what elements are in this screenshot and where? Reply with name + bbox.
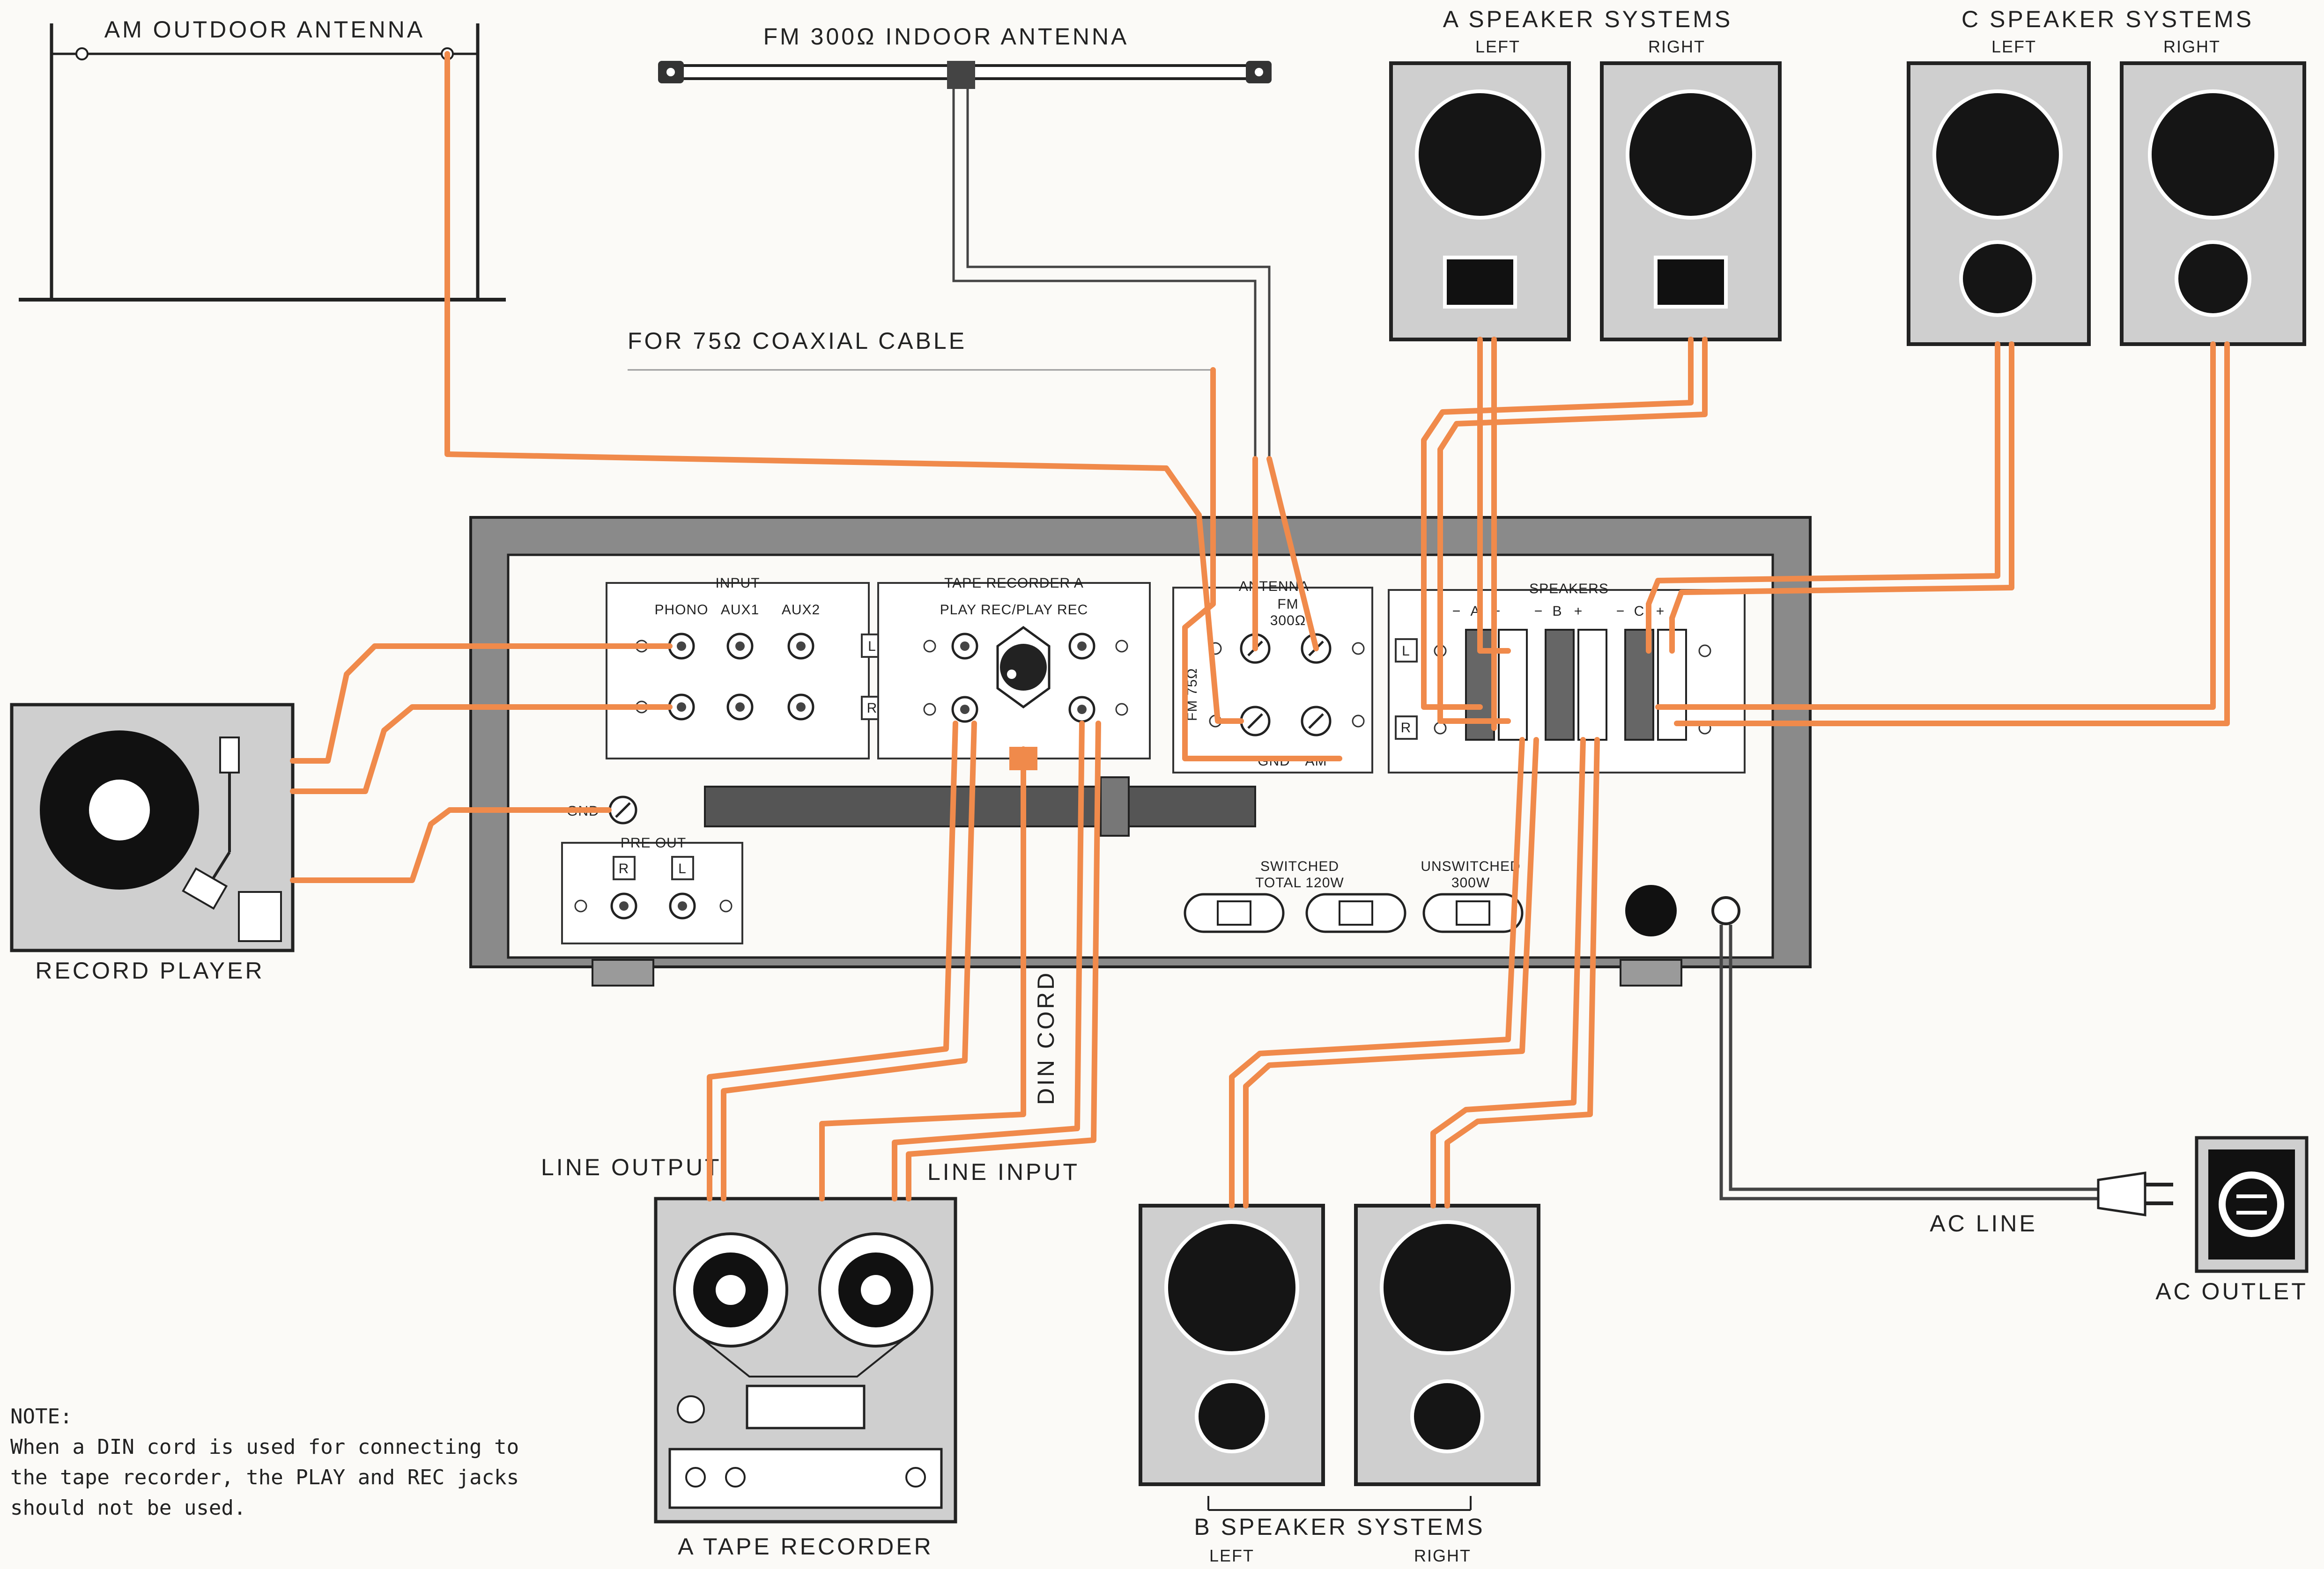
spk-a-minus: − [1452, 604, 1461, 619]
note: NOTE: When a DIN cord is used for connec… [10, 1405, 519, 1520]
spk-b-minus: − [1534, 604, 1543, 619]
a-right-label: RIGHT [1648, 37, 1705, 56]
fm300-label: 300Ω [1270, 613, 1306, 628]
line-input-label: LINE INPUT [927, 1159, 1080, 1185]
din-socket[interactable] [996, 626, 1051, 709]
tape-jacks[interactable] [951, 633, 1095, 723]
switched-label: SWITCHED [1260, 859, 1339, 874]
din-cord-label: DIN CORD [1033, 971, 1059, 1105]
note-line-1: When a DIN cord is used for connecting t… [10, 1435, 519, 1459]
input-label: INPUT [716, 575, 760, 591]
spk-c-label: C [1634, 604, 1645, 619]
input-l-label: L [868, 639, 876, 654]
cables [290, 51, 2230, 1208]
ac-outlet-label: AC OUTLET [2155, 1278, 2308, 1304]
coax-label: FOR 75Ω COAXIAL CABLE [628, 328, 967, 354]
aux2-label: AUX2 [782, 602, 820, 618]
unswitched-w-label: 300W [1451, 875, 1490, 891]
input-jacks[interactable] [668, 633, 814, 721]
c-left-label: LEFT [1991, 37, 2036, 56]
aux1-label: AUX1 [721, 602, 759, 618]
c-right-label: RIGHT [2163, 37, 2220, 56]
note-line-2: the tape recorder, the PLAY and REC jack… [10, 1466, 519, 1489]
input-r-label: R [867, 700, 878, 716]
pre-out-l-label: L [678, 861, 687, 877]
fm-indoor-antenna: FM 300Ω INDOOR ANTENNA [658, 23, 1272, 459]
a-speaker-systems: A SPEAKER SYSTEMS LEFT RIGHT [1389, 6, 1782, 341]
fm-antenna-label: FM 300Ω INDOOR ANTENNA [763, 23, 1129, 50]
c-speakers-label: C SPEAKER SYSTEMS [1961, 6, 2254, 32]
pre-out-label: PRE OUT [621, 835, 686, 851]
am-antenna-label: AM OUTDOOR ANTENNA [104, 16, 425, 43]
a-speakers-label: A SPEAKER SYSTEMS [1443, 6, 1733, 32]
ac-outlets[interactable] [1184, 893, 1524, 933]
b-speakers-label: B SPEAKER SYSTEMS [1194, 1514, 1485, 1540]
spk-b-label: B [1552, 604, 1562, 619]
c-speaker-systems: C SPEAKER SYSTEMS LEFT RIGHT [1907, 6, 2306, 346]
note-title: NOTE: [10, 1405, 72, 1429]
speakers-r-label: R [1401, 720, 1412, 736]
fm-label: FM [1277, 597, 1298, 612]
a-left-label: LEFT [1475, 37, 1520, 56]
spk-c-plus: + [1656, 604, 1665, 619]
spk-c-minus: − [1616, 604, 1625, 619]
record-player-label: RECORD PLAYER [35, 958, 264, 984]
am-outdoor-antenna: AM OUTDOOR ANTENNA [19, 16, 506, 302]
line-output-label: LINE OUTPUT [541, 1154, 722, 1180]
pre-out-jacks[interactable] [610, 892, 696, 920]
fuse-holder[interactable] [1625, 885, 1677, 936]
ac-line-label: AC LINE [1930, 1210, 2037, 1237]
speakers-l-label: L [1402, 643, 1410, 659]
tape-recorder-label: A TAPE RECORDER [678, 1533, 933, 1560]
b-speaker-systems: B SPEAKER SYSTEMS LEFT RIGHT [1139, 1204, 1540, 1565]
unswitched-label: UNSWITCHED [1421, 859, 1520, 874]
switched-total-label: TOTAL 120W [1255, 875, 1344, 891]
pre-out-r-label: R [619, 861, 629, 877]
play-rec-label: PLAY REC/PLAY REC [940, 602, 1088, 618]
ac-outlet: AC OUTLET [2155, 1136, 2309, 1304]
note-line-3: should not be used. [10, 1496, 246, 1520]
b-right-label: RIGHT [1414, 1546, 1471, 1565]
spk-b-plus: + [1574, 604, 1583, 619]
tape-recorder-a-label: TAPE RECORDER A [944, 575, 1084, 591]
gnd-terminal[interactable] [608, 796, 637, 825]
record-player: RECORD PLAYER [10, 703, 295, 984]
tape-recorder: A TAPE RECORDER [654, 1197, 957, 1560]
phono-label: PHONO [654, 602, 708, 618]
b-left-label: LEFT [1209, 1546, 1254, 1565]
amplifier-rear-panel: INPUT PHONO AUX1 AUX2 L R TAPE RECORDER … [469, 516, 1812, 987]
ac-plug [1719, 925, 2173, 1216]
speakers-label: SPEAKERS [1529, 581, 1609, 597]
